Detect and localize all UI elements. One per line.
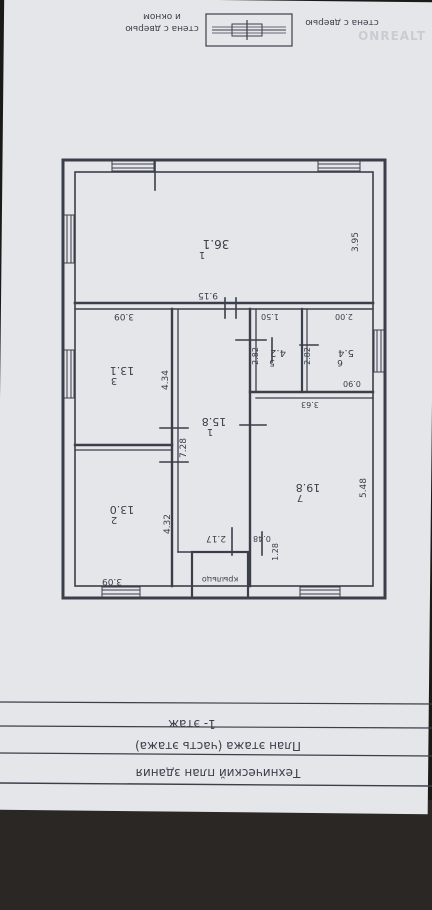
room-7-top-dim: 3.63 bbox=[301, 400, 319, 409]
floor-label: 1- этаж bbox=[168, 717, 216, 731]
corridor-side-dim: 7.28 bbox=[179, 438, 189, 458]
room-5-side-dim: 2.82 bbox=[251, 347, 260, 365]
room-7-number: 7 bbox=[297, 492, 303, 503]
room-7-area: 19.8 bbox=[296, 481, 321, 494]
window-top-right bbox=[317, 160, 361, 172]
legend: стена с дверью и окном стена с дверью bbox=[125, 11, 379, 47]
corridor-number: 1 bbox=[207, 426, 213, 437]
watermark: ONREALT bbox=[358, 29, 426, 43]
window-top-left bbox=[111, 160, 155, 172]
outer-wall-inner bbox=[74, 171, 374, 587]
room-6-side-dim: 2.82 bbox=[303, 347, 312, 365]
legend-symbol-box bbox=[205, 13, 293, 47]
room-7-side-dim: 5.48 bbox=[359, 478, 369, 498]
room-2-side-dim: 4.32 bbox=[163, 514, 173, 534]
window-bottom-left bbox=[101, 586, 141, 598]
room-6-bottom-dim: 0.90 bbox=[343, 379, 361, 388]
room-7-bottom-dim: 1.28 bbox=[271, 543, 280, 561]
door-marks bbox=[154, 159, 319, 556]
room-6-number: 6 bbox=[337, 357, 343, 367]
room-2-bottom-dim: 3.09 bbox=[102, 576, 122, 586]
room-5-area: 4.2 bbox=[270, 347, 286, 358]
window-left-middle bbox=[63, 349, 75, 399]
room-1-side-dim: 3.95 bbox=[351, 232, 361, 252]
corridor-bottom-dim: 2.17 bbox=[206, 533, 226, 543]
title-block: 1- этаж План этажа (часть этажа) Техниче… bbox=[0, 701, 432, 787]
plan-title: План этажа (часть этажа) bbox=[135, 739, 301, 753]
room-1-number: 1 bbox=[199, 249, 205, 260]
room-2-number: 2 bbox=[111, 514, 117, 525]
window-right bbox=[373, 329, 385, 373]
room-2-area: 13.0 bbox=[110, 503, 135, 516]
legend-door-window-line1: стена с дверью bbox=[125, 23, 199, 33]
room-3-area: 13.1 bbox=[110, 364, 135, 377]
legend-door-window-line2: и окном bbox=[143, 11, 181, 21]
paper-sheet bbox=[0, 0, 432, 815]
window-left-upper bbox=[63, 214, 75, 264]
windows bbox=[63, 160, 385, 598]
carpet-background bbox=[0, 800, 432, 910]
legend-door-wall: стена с дверью bbox=[305, 17, 379, 27]
window-bottom-right bbox=[299, 586, 341, 598]
floor-plan bbox=[61, 158, 387, 600]
plan-labels: 36.1 1 3.95 9.15 3.09 13.1 3 4.34 13.0 2… bbox=[102, 232, 369, 586]
room-5-number: 5 bbox=[269, 357, 275, 367]
partition-dim: 9.15 bbox=[198, 290, 218, 300]
room-3-side-dim: 4.34 bbox=[161, 370, 171, 390]
room-1-area: 36.1 bbox=[203, 237, 230, 251]
room-5-top-dim: 1.50 bbox=[261, 312, 279, 321]
corridor-area: 15.8 bbox=[202, 415, 227, 428]
room-6-area: 5.4 bbox=[338, 347, 354, 358]
room-3-top-dim: 3.09 bbox=[114, 311, 134, 321]
document-title: Технический план здания bbox=[136, 766, 302, 780]
porch-label: крыльцо bbox=[202, 575, 239, 584]
room-6-top-dim: 2.00 bbox=[335, 312, 353, 321]
room-7-corner-dim: 0.48 bbox=[253, 534, 271, 543]
room-3-number: 3 bbox=[111, 375, 117, 386]
